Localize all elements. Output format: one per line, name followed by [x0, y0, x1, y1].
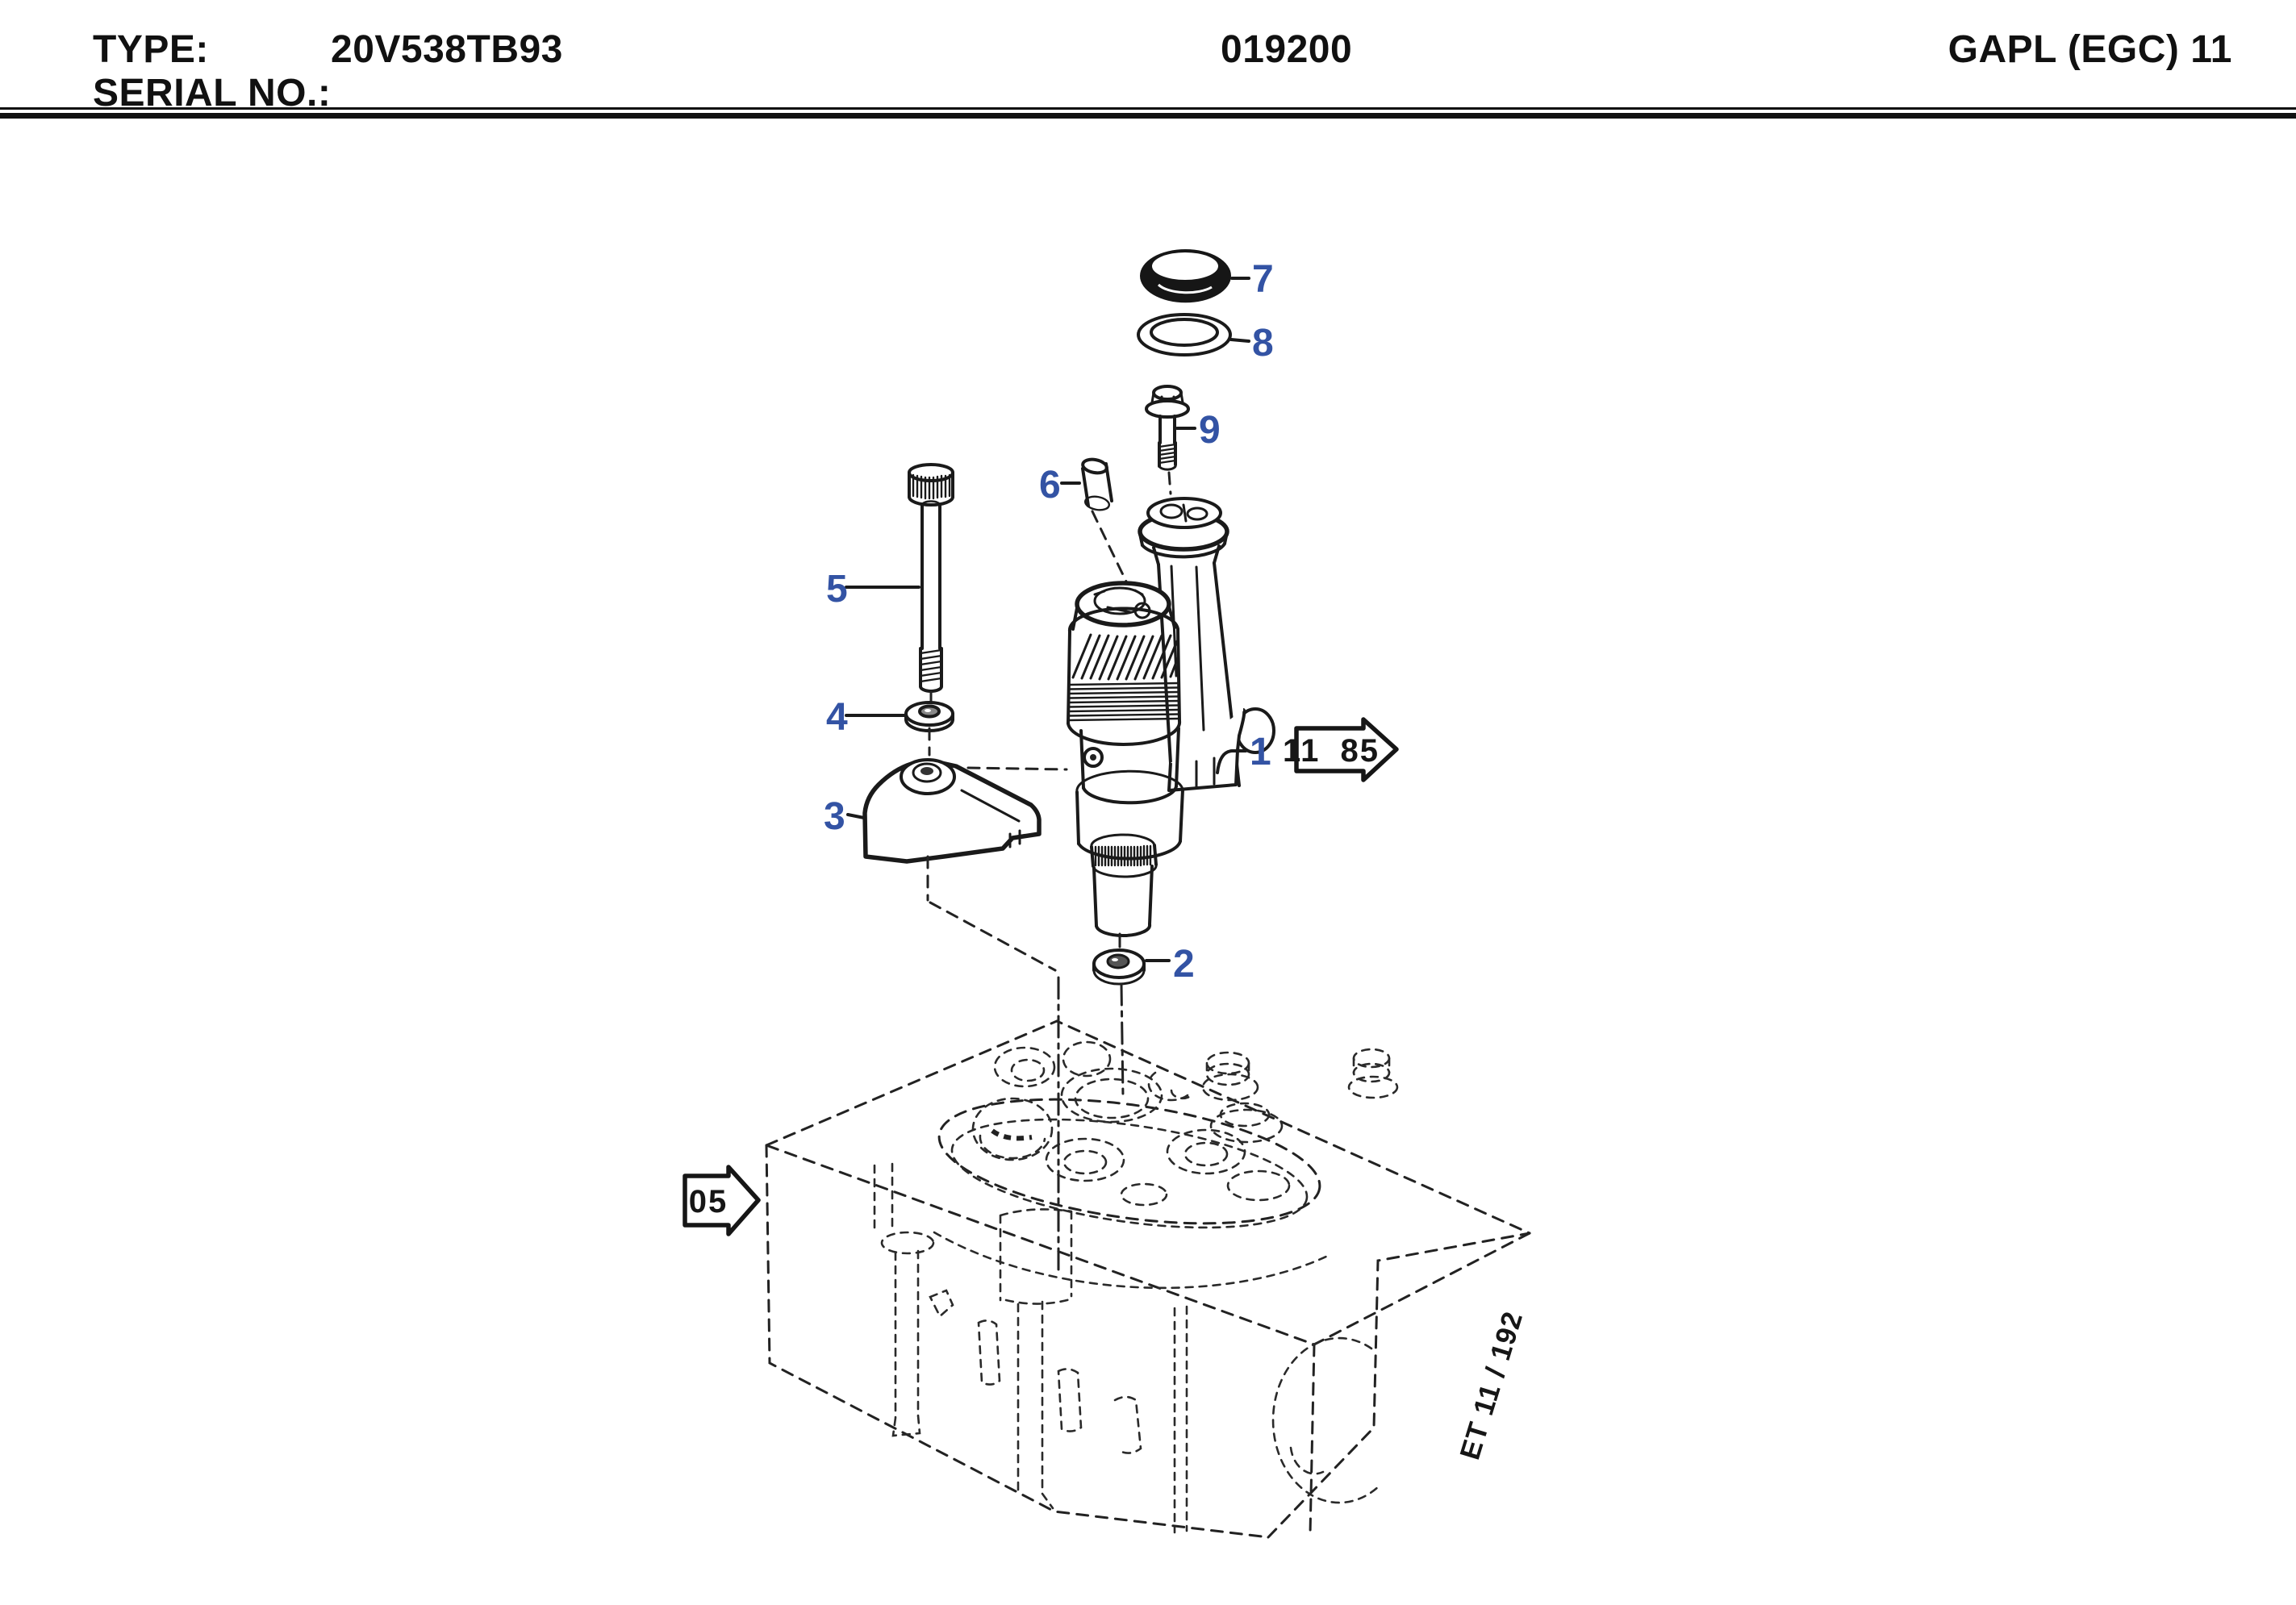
injector-body [1067, 581, 1184, 948]
serial-label: SERIAL NO.: [93, 72, 332, 115]
injector-1 [1067, 497, 1275, 948]
o-ring-8 [1137, 313, 1232, 356]
washer-4 [904, 701, 954, 757]
callout-1: 1 [1250, 731, 1271, 773]
callout-3: 3 [824, 795, 845, 838]
header-rule-thick [0, 113, 2296, 119]
cylinder-head-block [765, 976, 1531, 1539]
callout-8-leader [1229, 338, 1250, 343]
header-rule-thin [0, 107, 2296, 110]
ref-arrow-shape [1294, 717, 1399, 782]
clamp-3 [862, 758, 1068, 972]
ref-box-11-85: 11 85 [1283, 717, 1399, 782]
callout-4: 4 [826, 696, 848, 739]
ref-box-05: 05 [683, 1165, 761, 1236]
callout-7: 7 [1252, 258, 1274, 301]
callout-1-leader [1216, 749, 1247, 774]
callout-5: 5 [826, 568, 848, 611]
tower-bracket [1138, 497, 1275, 792]
ref-box-detail-label: 11 85 [1283, 733, 1380, 769]
pin-6 [1081, 457, 1128, 583]
callout-8: 8 [1252, 322, 1274, 365]
long-bolt-5 [908, 463, 954, 708]
catalog-ref: GAPL (EGC) 11 [1947, 28, 2232, 71]
type-value: 20V538TB93 [331, 28, 563, 71]
callout-2: 2 [1173, 943, 1195, 986]
callout-9: 9 [1199, 409, 1221, 452]
callout-6: 6 [1039, 464, 1061, 507]
seal-ring-7 [1140, 249, 1231, 303]
ref-box-section-label: 05 [689, 1184, 728, 1219]
ref-arrow-shape [683, 1165, 761, 1236]
drawing-number: ET 11 / 192 [1454, 1307, 1529, 1463]
washer-2 [1092, 948, 1146, 1098]
type-label: TYPE: [93, 28, 209, 71]
page-code: 019200 [1221, 28, 1353, 71]
callout-3-leader [846, 813, 866, 819]
flange-bolt-9 [1145, 385, 1190, 495]
